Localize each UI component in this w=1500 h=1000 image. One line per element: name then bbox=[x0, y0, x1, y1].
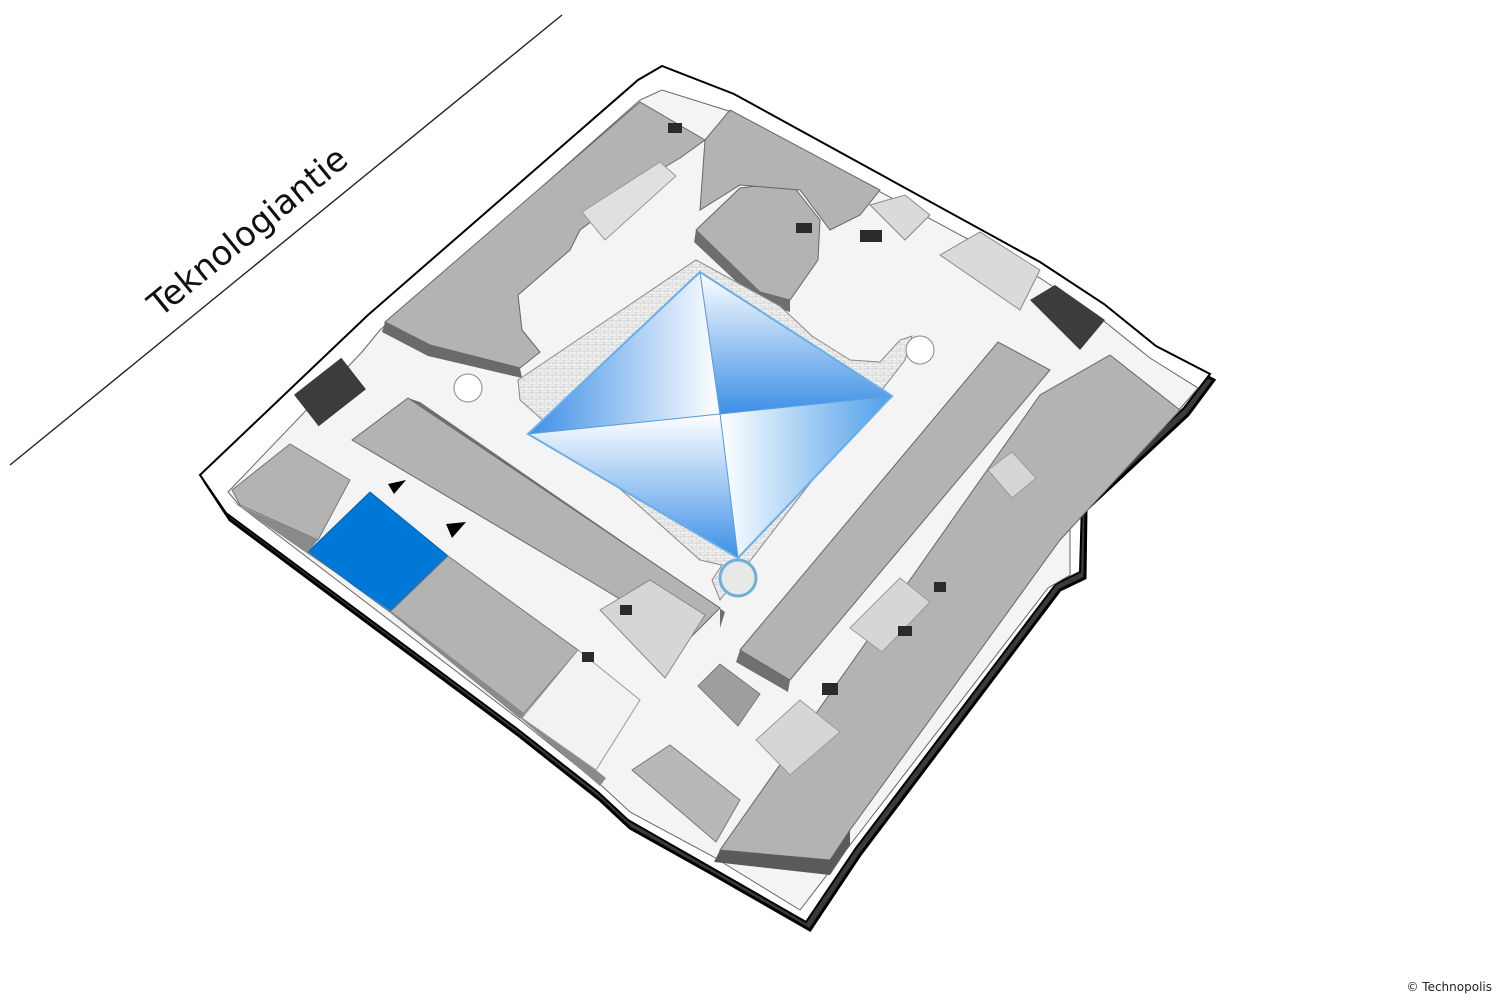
street-label: Teknologiantie bbox=[140, 139, 356, 326]
room-top-right-1 bbox=[869, 194, 931, 241]
room-inner-left bbox=[351, 397, 721, 641]
utility-markers bbox=[582, 123, 946, 695]
stair-round-1 bbox=[718, 558, 758, 598]
dark-room-left bbox=[294, 357, 366, 427]
dark-room-right bbox=[1030, 285, 1105, 350]
room-top-center bbox=[699, 109, 881, 231]
room-left-1 bbox=[231, 443, 351, 541]
room-bottom-mid-1 bbox=[697, 663, 761, 727]
stair-round-2 bbox=[905, 335, 935, 365]
room-right-outer-side bbox=[714, 830, 850, 875]
entrance-arrow-icon[interactable] bbox=[388, 480, 406, 494]
room-top-left-light bbox=[581, 161, 677, 241]
entrance-arrow-icon[interactable] bbox=[446, 522, 466, 538]
copyright-label: © Technopolis bbox=[1406, 980, 1492, 994]
room-top-left-side bbox=[382, 322, 522, 378]
room-right-inner-side bbox=[736, 650, 790, 692]
room-right-light-3 bbox=[987, 451, 1037, 499]
room-right-light-2 bbox=[755, 699, 841, 776]
room-left-4 bbox=[521, 649, 641, 771]
atrium-glass-roof bbox=[526, 270, 894, 560]
stair-round-3 bbox=[453, 373, 483, 403]
room-inner-left-light bbox=[599, 579, 706, 679]
street-line bbox=[9, 14, 563, 466]
room-right-light-1 bbox=[849, 577, 931, 653]
room-top-middle-side bbox=[694, 230, 790, 312]
room-bottom-mid-2 bbox=[631, 744, 741, 843]
room-left-3 bbox=[230, 500, 606, 786]
room-top-right-2 bbox=[939, 231, 1041, 311]
